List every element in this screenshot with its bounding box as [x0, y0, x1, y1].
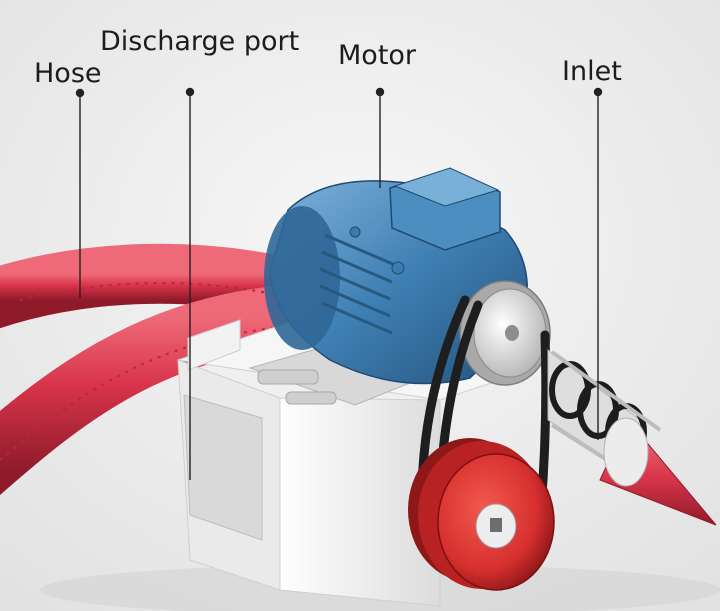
motor-terminal-lid	[393, 167, 500, 207]
motor-bolt-2	[391, 261, 405, 275]
discharge-housing	[177, 319, 561, 607]
mount-hinge	[257, 369, 319, 385]
motor-mount	[248, 344, 432, 406]
housing-front-face	[279, 397, 441, 607]
driven-pulley-keyway	[490, 518, 502, 532]
discharge-port-label: Discharge port	[100, 26, 300, 57]
leader-motor-dot	[375, 87, 385, 97]
drive-pulley-hub	[505, 325, 519, 341]
hose-label: Hose	[34, 58, 102, 89]
leader-lines	[75, 87, 603, 480]
leader-hose-dot	[75, 88, 85, 98]
discharge-opening	[183, 394, 263, 541]
hose-ribs	[19, 282, 301, 301]
driven-pulley	[408, 438, 555, 591]
hose-front	[0, 284, 332, 495]
leader-inlet-dot	[593, 87, 603, 97]
motor-label: Motor	[338, 40, 417, 71]
motor-cooling-fins	[319, 233, 396, 335]
housing-fin	[187, 319, 241, 371]
motor-end-cap	[264, 206, 340, 350]
inlet-assembly	[547, 348, 717, 526]
leader-discharge-dot	[185, 87, 195, 97]
inlet-cone-base	[603, 417, 649, 487]
inlet-label: Inlet	[562, 56, 622, 87]
drive-pulley	[459, 280, 551, 386]
mount-hinge-2	[285, 391, 337, 405]
motor-bolt-1	[349, 226, 361, 238]
